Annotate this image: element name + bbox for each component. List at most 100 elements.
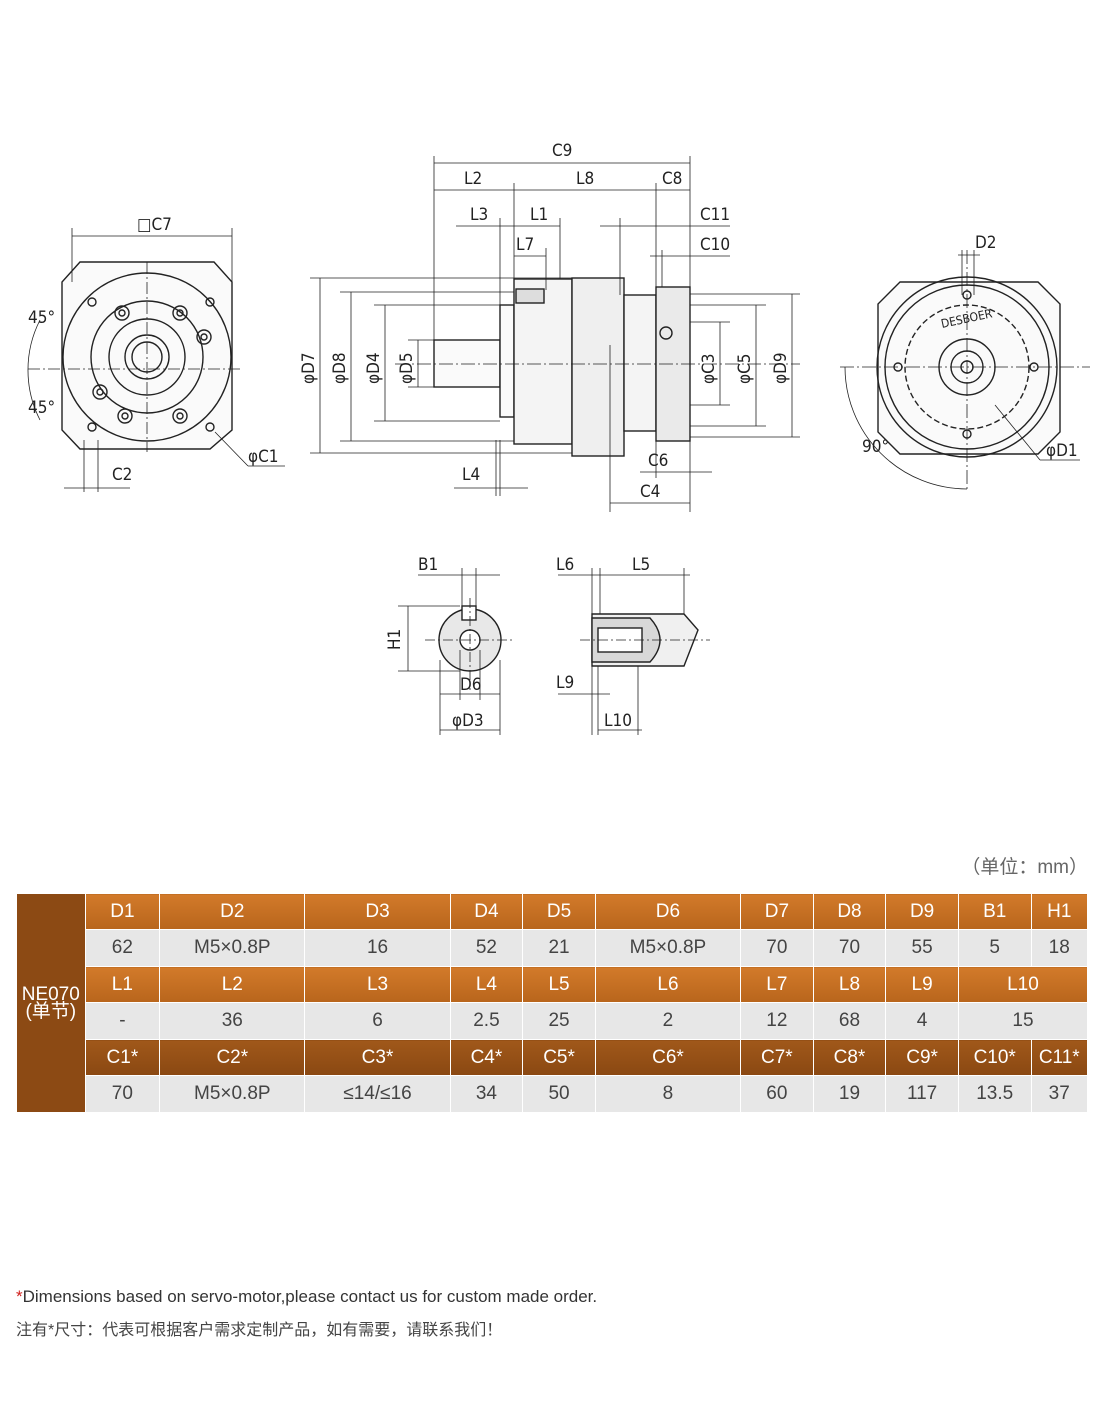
table-cell: M5×0.8P [594,929,742,967]
asterisk-mark: * [16,1287,23,1306]
label-45-upper: 45° [28,308,55,328]
spec-table: NE070 (单节) D1 D2 D3 D4 D5 D6 D7 D8 D9 B1… [16,893,1089,1113]
table-header-cell: D2 [159,893,306,930]
table-header-cell: C6* [594,1039,742,1076]
table-cell: 5 [957,929,1032,967]
label-c8: C8 [662,169,682,189]
label-45-lower: 45° [28,398,55,418]
label-l2: L2 [464,169,482,189]
table-header-cell: C4* [449,1039,524,1076]
table-header-cell: L9 [885,966,959,1003]
table-cell: 16 [304,929,451,967]
table-header-cell: D1 [84,893,161,930]
table-cell: - [84,1002,161,1040]
table-header-cell: D8 [812,893,887,930]
table-cell: M5×0.8P [159,1075,306,1113]
table-cell: 52 [449,929,524,967]
label-l9: L9 [556,673,574,693]
label-c10: C10 [700,235,730,255]
table-header-cell: D7 [740,893,814,930]
table-header-cell: D4 [449,893,524,930]
label-c4: C4 [640,482,660,502]
model-cell: NE070 (单节) [16,893,86,1113]
table-header-cell: L7 [740,966,814,1003]
table-header-cell: L4 [449,966,524,1003]
table-cell: 70 [740,929,814,967]
table-cell: 68 [812,1002,887,1040]
table-header-cell: C7* [740,1039,814,1076]
table-cell: 19 [812,1075,887,1113]
table-cell: 36 [159,1002,306,1040]
table-header-cell: L10 [957,966,1089,1003]
label-d4: φD4 [364,352,384,384]
table-header-cell: L1 [84,966,161,1003]
label-c11: C11 [700,205,730,225]
model-sub: (单节) [25,1001,77,1022]
table-header-cell: D3 [304,893,451,930]
table-cell: 34 [449,1075,524,1113]
label-c5: φC5 [735,354,755,385]
table-cell: 21 [522,929,596,967]
footnote-english: *Dimensions based on servo-motor,please … [16,1287,597,1307]
table-header-cell: C3* [304,1039,451,1076]
table-cell: 55 [885,929,959,967]
table-cell: 50 [522,1075,596,1113]
table-cell: 2 [594,1002,742,1040]
label-d6: D6 [460,675,482,695]
table-header-cell: L2 [159,966,306,1003]
table-cell: 13.5 [957,1075,1032,1113]
table-header-cell: C9* [885,1039,959,1076]
table-cell: 60 [740,1075,814,1113]
label-h1: H1 [385,629,405,650]
table-header-cell: L6 [594,966,742,1003]
rear-view [840,250,1090,492]
table-cell: M5×0.8P [159,929,306,967]
table-cell: 8 [594,1075,742,1113]
label-l7: L7 [516,235,534,255]
label-c9: C9 [552,141,572,161]
table-header-cell: C5* [522,1039,596,1076]
footnote-english-text: Dimensions based on servo-motor,please c… [22,1287,598,1306]
table-cell: 117 [885,1075,959,1113]
label-l1: L1 [530,205,548,225]
label-l10: L10 [604,711,632,731]
label-d1: φD1 [1046,441,1078,461]
table-header-cell: D5 [522,893,596,930]
table-cell: 62 [84,929,161,967]
table-cell: 70 [812,929,887,967]
technical-drawing: □C7 C9 L2 L8 C8 L3 L1 C11 L7 C10 D2 φD7 … [27,141,1090,735]
label-c3: φC3 [699,354,719,385]
table-header-cell: C2* [159,1039,306,1076]
unit-note: （单位：mm） [961,857,1088,878]
table-header-cell: L8 [812,966,887,1003]
table-cell: 2.5 [449,1002,524,1040]
label-d3: φD3 [452,711,484,731]
label-d8: φD8 [330,352,350,384]
shaft-section-view [558,568,710,735]
label-d5: φD5 [397,352,417,384]
label-c6: C6 [648,451,668,471]
table-cell: 25 [522,1002,596,1040]
label-d9: φD9 [771,352,791,384]
table-cell: 15 [957,1002,1089,1040]
table-header-cell: C8* [812,1039,887,1076]
label-l4: L4 [462,465,480,485]
table-header-cell: D9 [885,893,959,930]
table-header-cell: H1 [1030,893,1088,930]
table-cell: 4 [885,1002,959,1040]
label-l5: L5 [632,555,650,575]
key-detail-view [398,568,515,735]
label-d2: D2 [975,233,997,253]
label-l8: L8 [576,169,594,189]
label-90: 90° [862,437,889,457]
table-cell: 12 [740,1002,814,1040]
table-cell: 70 [84,1075,161,1113]
table-header-cell: C1* [84,1039,161,1076]
footnote-chinese: 注有*尺寸：代表可根据客户需求定制产品，如有需要，请联系我们！ [16,1322,503,1339]
front-flange-view [27,228,285,492]
table-cell: 6 [304,1002,451,1040]
table-cell: 18 [1030,929,1088,967]
drawing-svg: □C7 C9 L2 L8 C8 L3 L1 C11 L7 C10 D2 φD7 … [27,141,1090,735]
label-c7: □C7 [137,215,172,235]
label-b1: B1 [418,555,438,575]
